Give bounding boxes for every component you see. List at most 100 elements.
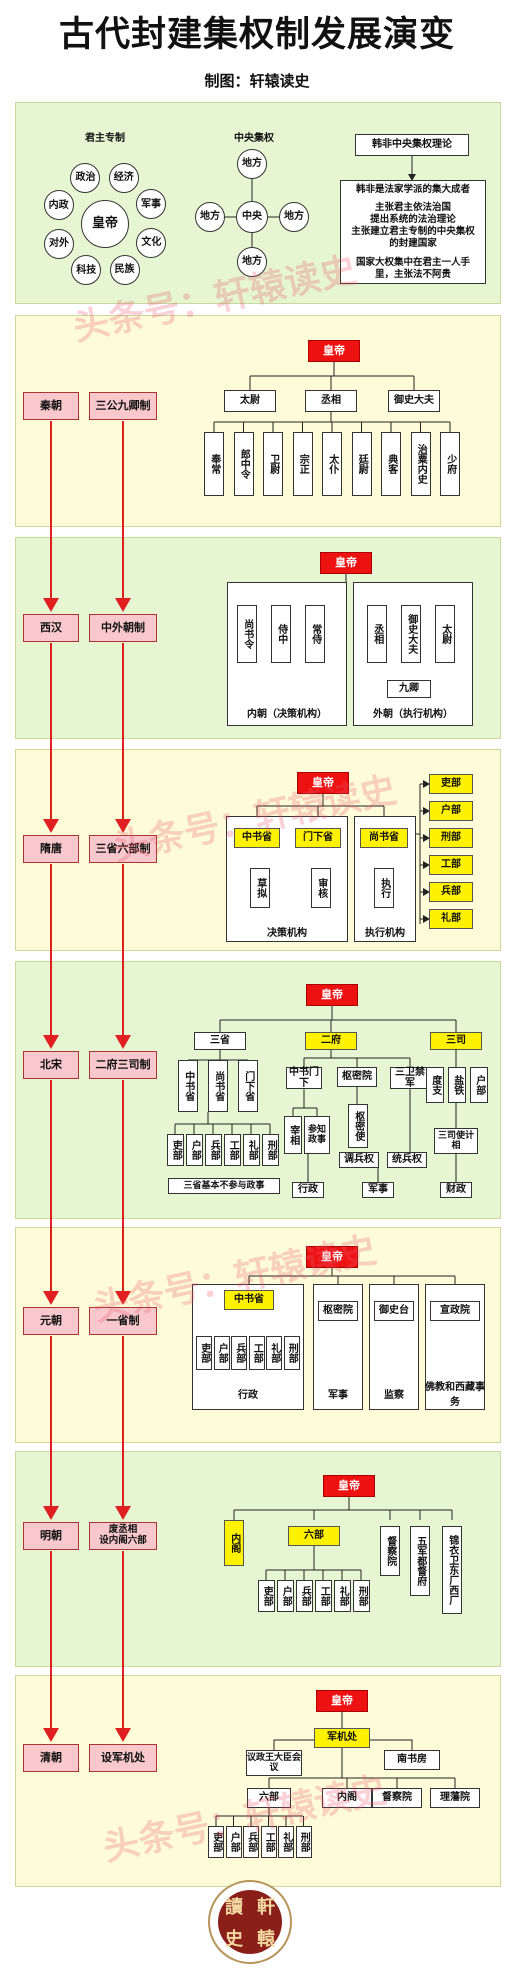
qin-qing: 典客: [381, 432, 401, 496]
ming-liubu: 六部: [288, 1526, 340, 1546]
yuan-mil-label: 军事: [328, 1390, 348, 1401]
qin-qing: 治粟内史: [410, 432, 431, 496]
qin-qing-text: 典客: [385, 454, 397, 474]
ming-ministry: 工部: [315, 1580, 332, 1612]
song-caizheng: 财政: [440, 1182, 472, 1198]
timeline-dynasty: 清朝: [23, 1744, 79, 1772]
autocracy-item: 对外: [43, 228, 74, 259]
autocracy-item: 政治: [70, 162, 101, 193]
tang-execute-text: 执行: [378, 878, 390, 898]
yuan-ministry: 户部: [213, 1336, 230, 1370]
yuan-emperor: 皇帝: [306, 1246, 358, 1268]
page-title: 古代封建集权制发展演变: [58, 15, 455, 55]
qing-ministry-text: 兵部: [245, 1832, 257, 1852]
tang-review: 审核: [311, 868, 331, 908]
qing-ministry: 礼部: [278, 1826, 294, 1858]
page-subtitle: 制图：轩辕读史: [204, 72, 310, 90]
song-note: 三省基本不参与政事: [168, 1178, 280, 1194]
org-connector: [370, 1739, 413, 1750]
ming-ministry-text: 礼部: [337, 1586, 349, 1606]
qing-dept: 督察院: [372, 1788, 422, 1808]
song-sheng-text: 门下省: [242, 1071, 254, 1101]
ming-neige: 内阁: [224, 1520, 244, 1566]
song-ministry-text: 兵部: [208, 1140, 220, 1160]
song-shumishi: 枢密使: [348, 1104, 368, 1148]
ming-ministry-text: 兵部: [299, 1586, 311, 1606]
autocracy-label: 君主专制: [85, 133, 125, 144]
qing-ministry-text: 工部: [263, 1832, 275, 1852]
qing-dept: 内阁: [322, 1788, 372, 1808]
song-erfu: 二府: [305, 1032, 357, 1050]
qin-qing-text: 太仆: [326, 454, 338, 474]
han-outer-label: 外朝（执行机构）: [373, 709, 453, 720]
han-outer-official-text: 御史大夫: [405, 614, 417, 654]
song-ministry: 吏部: [167, 1134, 184, 1166]
seal-char: 讀: [225, 1897, 243, 1918]
han-inner-label: 内朝（决策机构）: [247, 709, 327, 720]
song-diaobing: 调兵权: [339, 1152, 379, 1168]
autocracy-item: 民族: [109, 255, 140, 286]
qin-qing: 郎中令: [233, 432, 254, 496]
song-tongbing: 统兵权: [387, 1152, 427, 1168]
qing-yizheng: 议政王大臣会议: [246, 1750, 302, 1776]
han-inner-official: 常侍: [305, 605, 325, 663]
han-inner-official-text: 常侍: [309, 624, 321, 644]
song-zaixiang: 宰相: [284, 1116, 302, 1154]
ming-ministry: 吏部: [258, 1580, 275, 1612]
qin-qing: 奉常: [204, 432, 224, 496]
han-inner-official-text: 尚书令: [241, 619, 253, 649]
timeline-system: 中外朝制: [89, 614, 157, 642]
song-ministry-text: 刑部: [265, 1140, 277, 1160]
yuan-ministry: 刑部: [283, 1336, 300, 1370]
song-ministry-text: 户部: [189, 1140, 201, 1160]
ming-ministry: 户部: [277, 1580, 294, 1612]
song-ministry: 兵部: [205, 1134, 222, 1166]
han-inner-official-text: 侍中: [275, 624, 287, 644]
yuan-admin-label: 行政: [238, 1390, 258, 1401]
qin-gong: 丞相: [305, 390, 357, 412]
ming-ducha-text: 督察院: [384, 1536, 396, 1566]
ming-ministry: 礼部: [334, 1580, 351, 1612]
song-si: 户部: [470, 1067, 488, 1103]
tang-emperor: 皇帝: [297, 772, 349, 794]
song-ministry-text: 礼部: [246, 1140, 258, 1160]
panel-song: [15, 961, 501, 1219]
yuan-ministry-text: 刑部: [286, 1343, 298, 1363]
ming-ducha: 督察院: [380, 1526, 400, 1576]
qin-emperor: 皇帝: [308, 340, 360, 362]
song-sansishi: 三司使计相: [434, 1128, 478, 1154]
tang-ministry: 工部: [429, 855, 473, 875]
han-emperor: 皇帝: [320, 552, 372, 574]
qing-ministry-text: 户部: [228, 1832, 240, 1852]
ming-wujun: 五军都督府: [410, 1526, 430, 1596]
autocracy-item: 军事: [136, 189, 167, 220]
author-seal: 讀 軒 史 轅: [208, 1880, 292, 1964]
timeline-dynasty: 元朝: [23, 1307, 79, 1335]
han-outer-official: 太尉: [435, 605, 455, 663]
han-outer-official-text: 太尉: [439, 624, 451, 644]
qin-qing: 少府: [440, 432, 460, 496]
centralization-item: 地方: [279, 202, 309, 232]
yuan-ministry-text: 礼部: [268, 1343, 280, 1363]
qin-gong: 太尉: [224, 390, 276, 412]
tang-decision-label: 决策机构: [267, 928, 307, 939]
song-si-text: 盐铁: [451, 1075, 463, 1095]
ming-ministry: 兵部: [296, 1580, 313, 1612]
tang-ministry: 吏部: [429, 774, 473, 794]
song-zaixiang-text: 宰相: [287, 1125, 299, 1145]
theory-line: 国家大权集中在君主一人手: [355, 257, 470, 269]
tang-ministry: 户部: [429, 801, 473, 821]
qing-ministry-text: 礼部: [280, 1832, 292, 1852]
han-outer-official: 御史大夫: [401, 605, 421, 663]
song-sheng: 门下省: [238, 1060, 258, 1112]
autocracy-item: 经济: [108, 162, 139, 193]
song-ministry: 刑部: [262, 1134, 279, 1166]
song-si: 盐铁: [448, 1067, 466, 1103]
song-si: 度支: [426, 1067, 444, 1103]
tang-shangshu: 尚书省: [360, 828, 408, 848]
timeline-dynasty: 北宋: [23, 1051, 79, 1079]
han-inner-official: 尚书令: [237, 605, 257, 663]
song-sheng: 尚书省: [208, 1060, 228, 1112]
tang-draft-text: 草拟: [254, 878, 266, 898]
